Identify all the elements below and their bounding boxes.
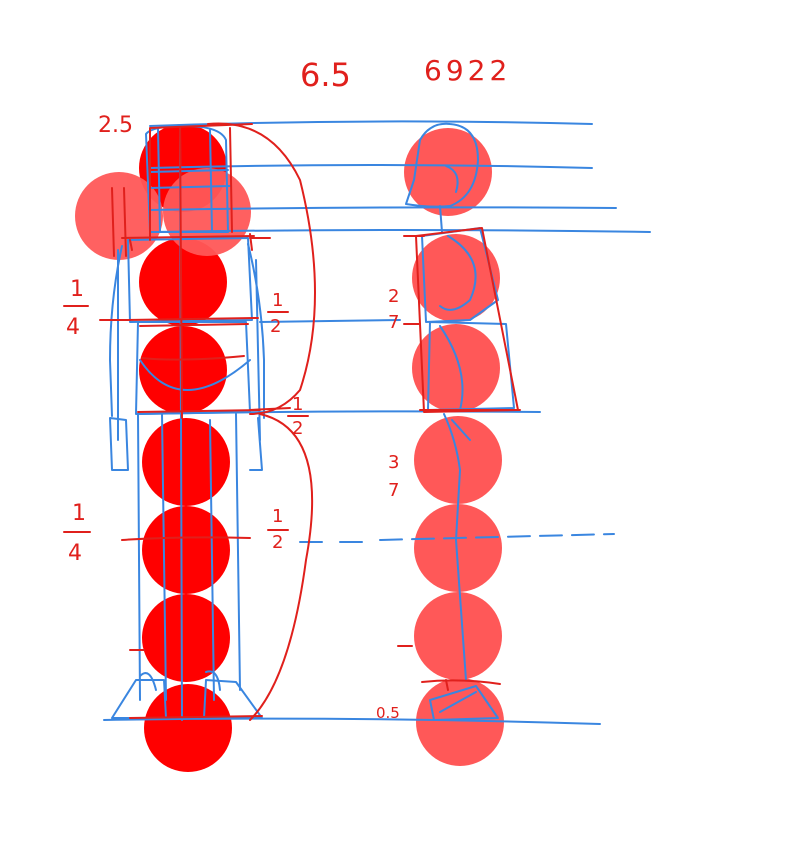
- front-circle-3: [139, 326, 227, 414]
- side-figure-sketch: [405, 122, 515, 721]
- bracket-lower: [249, 413, 314, 721]
- front-circle-4: [142, 418, 230, 506]
- fraction-bars: [63, 305, 309, 533]
- right-frac-1-den: 2: [270, 316, 281, 337]
- side-circle-1: [404, 128, 492, 216]
- side-circle-6: [414, 592, 502, 680]
- front-circle-2: [139, 238, 227, 326]
- front-circle-5: [142, 506, 230, 594]
- right-frac-2-num: 1: [292, 394, 303, 415]
- guide-line-chest: [259, 319, 401, 323]
- guide-line-shoulder-a: [149, 206, 617, 211]
- labels: 6.5 6922 2.5 1 4 1 4 1 2 1 2 1 2 2 7 3 7…: [66, 54, 511, 722]
- right-frac-3-num: 1: [272, 506, 283, 527]
- side-frac-upper-num: 2: [388, 286, 399, 307]
- right-frac-2-den: 2: [292, 418, 303, 439]
- side-circle-2: [412, 234, 500, 322]
- left-frac-lower-num: 1: [72, 501, 86, 526]
- side-frac-upper-den: 7: [388, 312, 399, 333]
- foot-note-label: 0.5: [376, 704, 400, 722]
- side-frac-lower-den: 7: [388, 480, 399, 501]
- head-note-label: 2.5: [98, 113, 133, 138]
- top-right-label: 6922: [424, 54, 511, 87]
- top-left-label: 6.5: [300, 56, 351, 94]
- side-view-circles: [404, 128, 504, 766]
- left-frac-upper-den: 4: [66, 315, 80, 340]
- front-overlap-circle-right: [163, 168, 251, 256]
- side-circle-3: [412, 324, 500, 412]
- right-frac-3-den: 2: [272, 532, 283, 553]
- side-circle-5: [414, 504, 502, 592]
- right-frac-1-num: 1: [272, 290, 283, 311]
- left-frac-lower-den: 4: [68, 541, 82, 566]
- left-frac-upper-num: 1: [70, 277, 84, 302]
- front-circle-6: [142, 594, 230, 682]
- bracket-upper: [207, 122, 316, 415]
- side-circle-7: [416, 678, 504, 766]
- front-circle-7: [144, 684, 232, 772]
- guide-line-knee: [299, 533, 615, 543]
- guide-line-ground: [103, 717, 601, 725]
- front-view-circles: [139, 124, 232, 772]
- side-frac-lower-num: 3: [388, 452, 399, 473]
- red-construction-sketch: [99, 122, 521, 721]
